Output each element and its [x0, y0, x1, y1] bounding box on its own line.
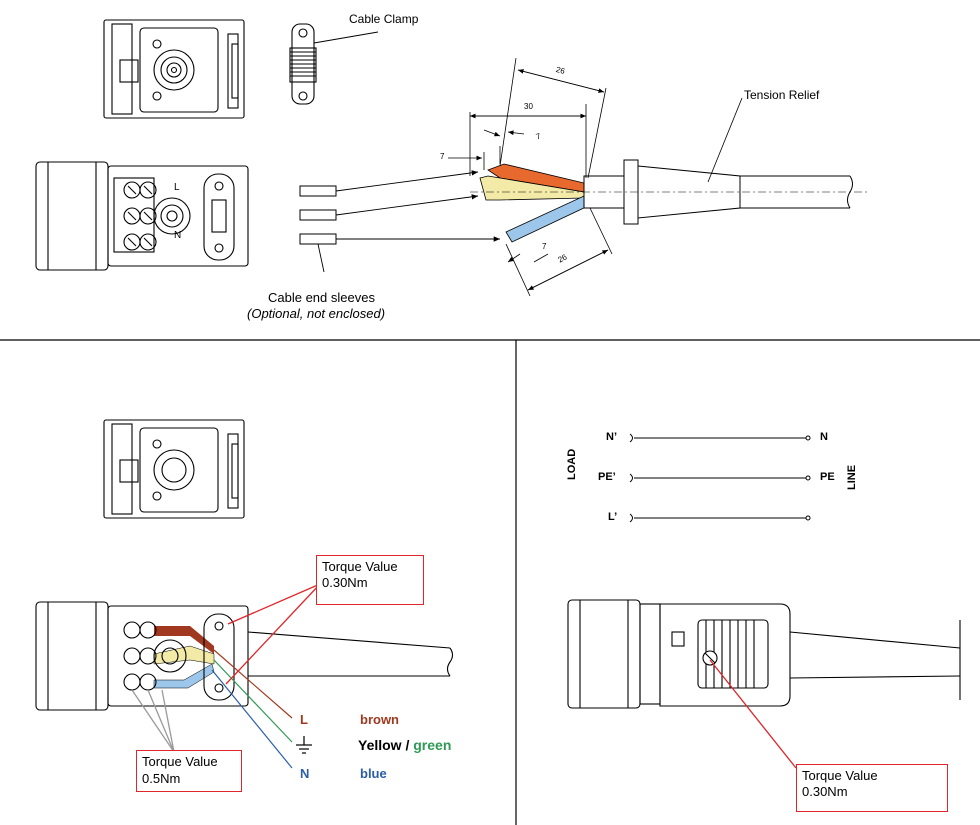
ground-icon	[296, 736, 312, 754]
cable-end-sleeves-note: (Optional, not enclosed)	[247, 306, 386, 321]
dimension-7-c: 7	[542, 242, 547, 251]
dimension-lines	[448, 57, 743, 297]
wire-l-color: brown	[360, 712, 399, 727]
tension-relief-label: Tension Relief	[744, 88, 820, 102]
cable-end-sleeves-label: Cable end sleeves	[268, 290, 375, 305]
cable-end-sleeves	[299, 185, 337, 245]
cable-clamp	[289, 23, 317, 105]
wired-terminal-block	[35, 601, 454, 711]
dimension-7-b: 7	[440, 152, 445, 161]
assembled-connector	[567, 599, 961, 709]
connector-face-bottom	[103, 419, 245, 519]
connector-face-top	[103, 19, 245, 119]
schematic-right-n: N	[820, 431, 828, 443]
stripped-cable	[470, 159, 870, 243]
schematic-right-pe: PE	[820, 471, 835, 483]
schematic-left-l: L’	[608, 511, 618, 523]
wire-n-symbol: N	[300, 766, 310, 781]
dimension-30: 30	[524, 102, 533, 111]
wire-pe-color: Yellow / green	[358, 737, 452, 753]
cable-clamp-label: Cable Clamp	[349, 12, 419, 26]
wire-l-symbol: L	[300, 712, 308, 727]
schematic-line-label: LINE	[846, 464, 858, 490]
terminal-block-top	[35, 161, 249, 271]
schematic-left-pe: PE’	[598, 471, 616, 483]
wire-n-color: blue	[360, 766, 387, 781]
terminal-mark-n: N	[174, 230, 182, 241]
terminal-mark-l: L	[174, 182, 180, 193]
schematic-lines	[629, 433, 811, 523]
schematic-load-label: LOAD	[566, 448, 578, 480]
schematic-left-n: N’	[606, 431, 617, 443]
